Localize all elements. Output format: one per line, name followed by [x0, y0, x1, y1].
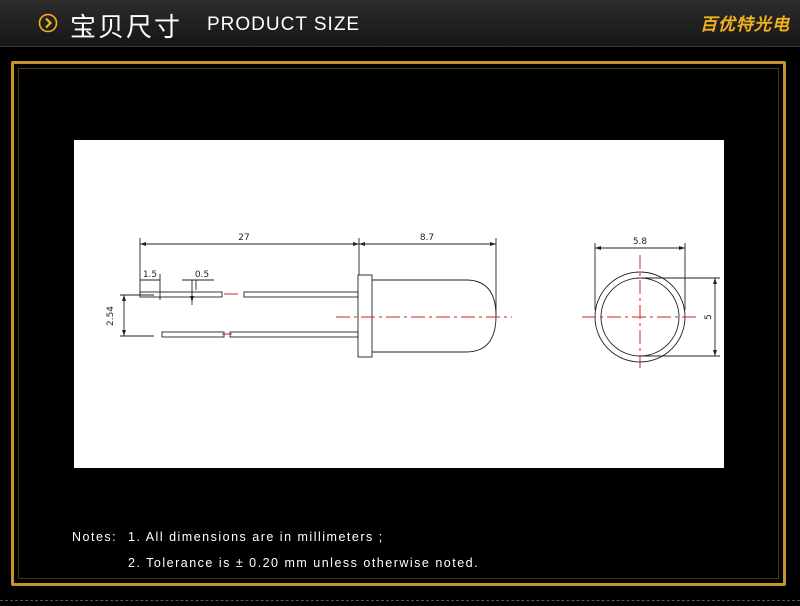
label-body-length: 8.7 [420, 233, 434, 243]
arrowheads [122, 242, 717, 356]
note-text-1: 1. All dimensions are in millimeters ; [128, 530, 384, 544]
lead-top-segment-1 [139, 291, 223, 298]
label-lead-stub: 1.5 [143, 270, 157, 280]
header-bar: 宝贝尺寸 PRODUCT SIZE 百优特光电 [0, 0, 800, 47]
bottom-divider [0, 600, 800, 601]
center-lines [222, 255, 700, 368]
notes-block: Notes: 1. All dimensions are in millimete… [72, 528, 479, 580]
brand-logo: 百优特光电 [700, 15, 790, 35]
notes-label: Notes: [72, 530, 118, 544]
lead-bottom-segment-2 [229, 331, 359, 338]
chevron-right-circle-icon [38, 13, 58, 33]
label-lead-width: 0.5 [195, 270, 209, 280]
page-title-cn: 宝贝尺寸 [70, 13, 183, 43]
label-lead-length: 27 [238, 233, 249, 243]
note-line-1: Notes: 1. All dimensions are in millimete… [72, 528, 479, 554]
label-flange-diameter: 5.8 [633, 237, 648, 247]
note-line-2: 2. Tolerance is ± 0.20 mm unless otherwi… [72, 554, 479, 580]
lead-top-segment-2 [243, 291, 359, 298]
label-lens-diameter: 5 [704, 314, 714, 320]
label-lead-spacing: 2.54 [106, 306, 116, 326]
gold-frame [11, 61, 786, 586]
page-title-en: PRODUCT SIZE [207, 14, 361, 35]
led-dimension-drawing: 27 8.7 1.5 0.5 5.8 2.54 5 [74, 140, 724, 468]
dimension-diagram: 27 8.7 1.5 0.5 5.8 2.54 5 [106, 233, 720, 368]
note-text-2: 2. Tolerance is ± 0.20 mm unless otherwi… [128, 556, 480, 570]
frame-inner-border [18, 68, 779, 579]
lead-bottom-segment-1 [161, 331, 225, 338]
led-body [372, 279, 497, 353]
led-flange [357, 274, 373, 358]
